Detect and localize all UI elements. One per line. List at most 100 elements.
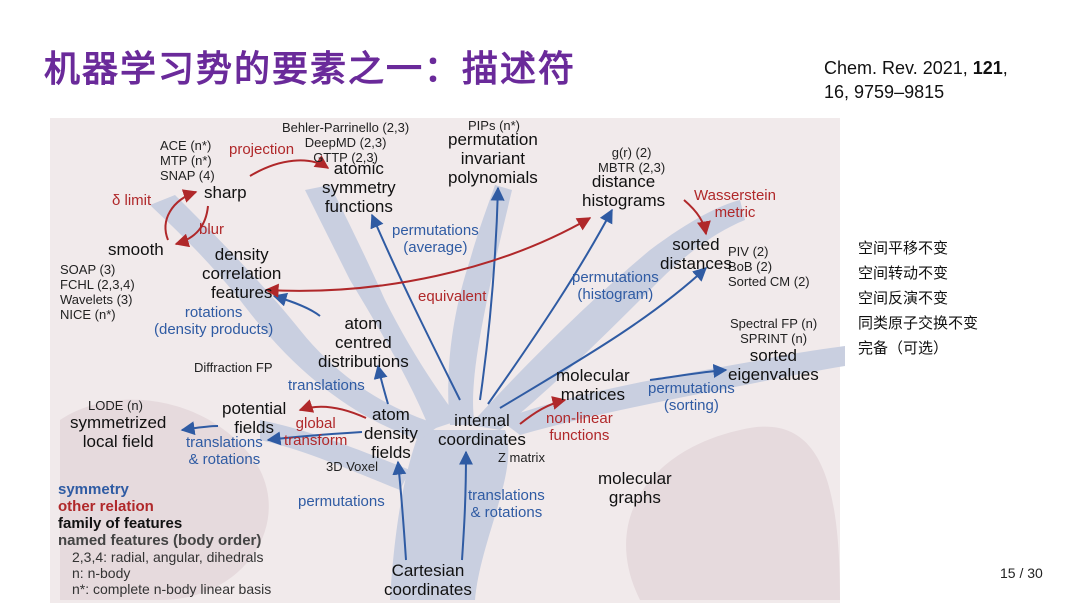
legend-sub-nbody: n: n-body bbox=[72, 565, 131, 581]
node-internal-line1: internal bbox=[454, 411, 510, 430]
node-density-corr-line3: features bbox=[210, 283, 273, 302]
label-global-transform: global transform bbox=[284, 415, 347, 449]
label-translations-rotations-left: translations & rotations bbox=[186, 434, 263, 468]
label-nonlinear-line1: non-linear bbox=[546, 410, 613, 427]
label-perm-average-line1: permutations bbox=[392, 222, 479, 239]
legend-family-of-features: family of features bbox=[58, 515, 183, 532]
legend-symmetry: symmetry bbox=[58, 481, 129, 498]
node-sorted-distances: sorted distances bbox=[660, 235, 732, 273]
citation-comma: , bbox=[1002, 58, 1008, 78]
note-complete: 完备（可选） bbox=[858, 339, 949, 357]
label-wasserstein-metric: Wasserstein metric bbox=[694, 187, 776, 221]
example-mbtr: MBTR (2,3) bbox=[598, 160, 666, 175]
legend-other-relation: other relation bbox=[58, 498, 154, 515]
node-sharp: sharp bbox=[204, 183, 247, 202]
label-permutations: permutations bbox=[298, 493, 385, 510]
arrow-dist-hist bbox=[487, 208, 613, 405]
node-molecular-graphs-line2: graphs bbox=[608, 488, 661, 507]
label-global-transform-line1: global bbox=[295, 415, 336, 432]
citation-pages: 16, 9759–9815 bbox=[824, 82, 945, 102]
node-atomic-symmetry-line3: functions bbox=[324, 197, 393, 216]
node-internal-coordinates: internal coordinates bbox=[438, 411, 526, 449]
node-symmetrized-line1: symmetrized bbox=[70, 413, 167, 432]
label-translations: translations bbox=[288, 377, 365, 394]
note-translation: 空间平移不变 bbox=[858, 239, 949, 257]
label-delta-limit: δ limit bbox=[112, 192, 152, 209]
node-sorted-eig-line1: sorted bbox=[749, 346, 797, 365]
arrow-delta-limit bbox=[164, 189, 198, 241]
node-sorted-dist-line2: distances bbox=[660, 254, 732, 273]
label-permutations-histogram: permutations (histogram) bbox=[572, 269, 659, 303]
label-permutations-average: permutations (average) bbox=[392, 222, 479, 256]
node-sorted-eigenvalues: sorted eigenvalues bbox=[728, 346, 819, 384]
label-permutations-sorting: permutations (sorting) bbox=[648, 380, 735, 414]
example-zmatrix: Z matrix bbox=[498, 450, 545, 465]
label-translations-rotations-bottom: translations & rotations bbox=[468, 487, 545, 521]
label-wasserstein-line2: metric bbox=[714, 204, 756, 221]
examples-spectral: Spectral FP (n) SPRINT (n) bbox=[730, 316, 817, 346]
node-molecular-graphs: molecular graphs bbox=[598, 469, 672, 507]
example-wavelets: Wavelets (3) bbox=[60, 292, 133, 307]
example-pips: PIPs (n*) bbox=[468, 118, 521, 133]
legend: symmetry other relation family of featur… bbox=[58, 481, 271, 597]
arrow-symmetrized bbox=[180, 421, 219, 436]
node-atom-centred-line2: centred bbox=[335, 333, 392, 352]
examples-sharp: ACE (n*) MTP (n*) SNAP (4) bbox=[160, 138, 215, 183]
label-trans-rot-left-line1: translations bbox=[186, 434, 263, 451]
node-symmetrized-line2: local field bbox=[82, 432, 154, 451]
invariance-notes: 空间平移不变 空间转动不变 空间反演不变 同类原子交换不变 完备（可选） bbox=[858, 236, 978, 361]
label-perm-hist-line2: (histogram) bbox=[577, 286, 654, 303]
bg-blob-right bbox=[626, 426, 840, 600]
label-nonlinear-line2: functions bbox=[549, 427, 610, 444]
tree-branch-left bbox=[150, 195, 440, 440]
legend-named-features: named features (body order) bbox=[58, 532, 262, 549]
node-density-corr-line2: correlation bbox=[202, 264, 282, 283]
node-molecular-matrices-line1: molecular bbox=[556, 366, 630, 385]
legend-sub-complete: n*: complete n-body linear basis bbox=[72, 581, 272, 597]
label-non-linear-functions: non-linear functions bbox=[546, 410, 613, 444]
arrow-potential-fields bbox=[266, 431, 363, 446]
node-dist-hist-line2: histograms bbox=[582, 191, 666, 210]
node-symmetrized-local-field: symmetrized local field bbox=[70, 413, 166, 451]
label-equivalent: equivalent bbox=[418, 288, 487, 305]
node-pip-line3: polynomials bbox=[448, 168, 538, 187]
arrow-projection bbox=[249, 155, 330, 177]
arrow-nonlinear bbox=[519, 396, 567, 425]
node-atom-density-line1: atom bbox=[372, 405, 410, 424]
example-ace: ACE (n*) bbox=[160, 138, 212, 153]
node-potential-fields-line1: potential bbox=[222, 399, 287, 418]
node-atom-centred-line1: atom bbox=[344, 314, 383, 333]
citation-journal: Chem. Rev. 2021, bbox=[824, 58, 973, 78]
legend-sub-radial: 2,3,4: radial, angular, dihedrals bbox=[72, 549, 264, 565]
label-rotations-line2: (density products) bbox=[154, 321, 274, 338]
example-lode: LODE (n) bbox=[88, 398, 143, 413]
node-potential-fields-line2: fields bbox=[234, 418, 274, 437]
label-projection: projection bbox=[229, 141, 295, 158]
example-diffraction: Diffraction FP bbox=[194, 360, 273, 375]
node-cartesian-line1: Cartesian bbox=[391, 561, 465, 580]
example-nice: NICE (n*) bbox=[60, 307, 116, 322]
arrow-sorted-dist bbox=[499, 267, 708, 409]
arrow-internal bbox=[458, 450, 473, 561]
bg-blob-left bbox=[60, 399, 269, 600]
label-perm-sorting-line1: permutations bbox=[648, 380, 735, 397]
node-dist-hist-line1: distance bbox=[591, 172, 656, 191]
node-pip-line1: permutation bbox=[448, 130, 538, 149]
example-fchl: FCHL (2,3,4) bbox=[60, 277, 135, 292]
node-cartesian-line2: coordinates bbox=[384, 580, 472, 599]
node-sorted-dist-line1: sorted bbox=[672, 235, 720, 254]
node-atomic-symmetry-functions: atomic symmetry functions bbox=[322, 159, 396, 216]
label-perm-sorting-line2: (sorting) bbox=[663, 397, 719, 414]
tree-branch-far-right bbox=[500, 346, 845, 435]
citation: Chem. Rev. 2021, 121, 16, 9759–9815 bbox=[824, 56, 1008, 104]
examples-asf: Behler-Parrinello (2,3) DeepMD (2,3) GTT… bbox=[282, 120, 409, 165]
label-rotations-density-products: rotations (density products) bbox=[154, 304, 273, 338]
example-gttp: GTTP (2,3) bbox=[313, 150, 378, 165]
label-global-transform-line2: transform bbox=[284, 432, 348, 449]
node-atomic-symmetry-line2: symmetry bbox=[322, 178, 396, 197]
example-sorted-cm: Sorted CM (2) bbox=[728, 274, 810, 289]
tree-trunk bbox=[390, 430, 509, 600]
node-smooth: smooth bbox=[108, 240, 164, 259]
example-gr: g(r) (2) bbox=[611, 145, 652, 160]
